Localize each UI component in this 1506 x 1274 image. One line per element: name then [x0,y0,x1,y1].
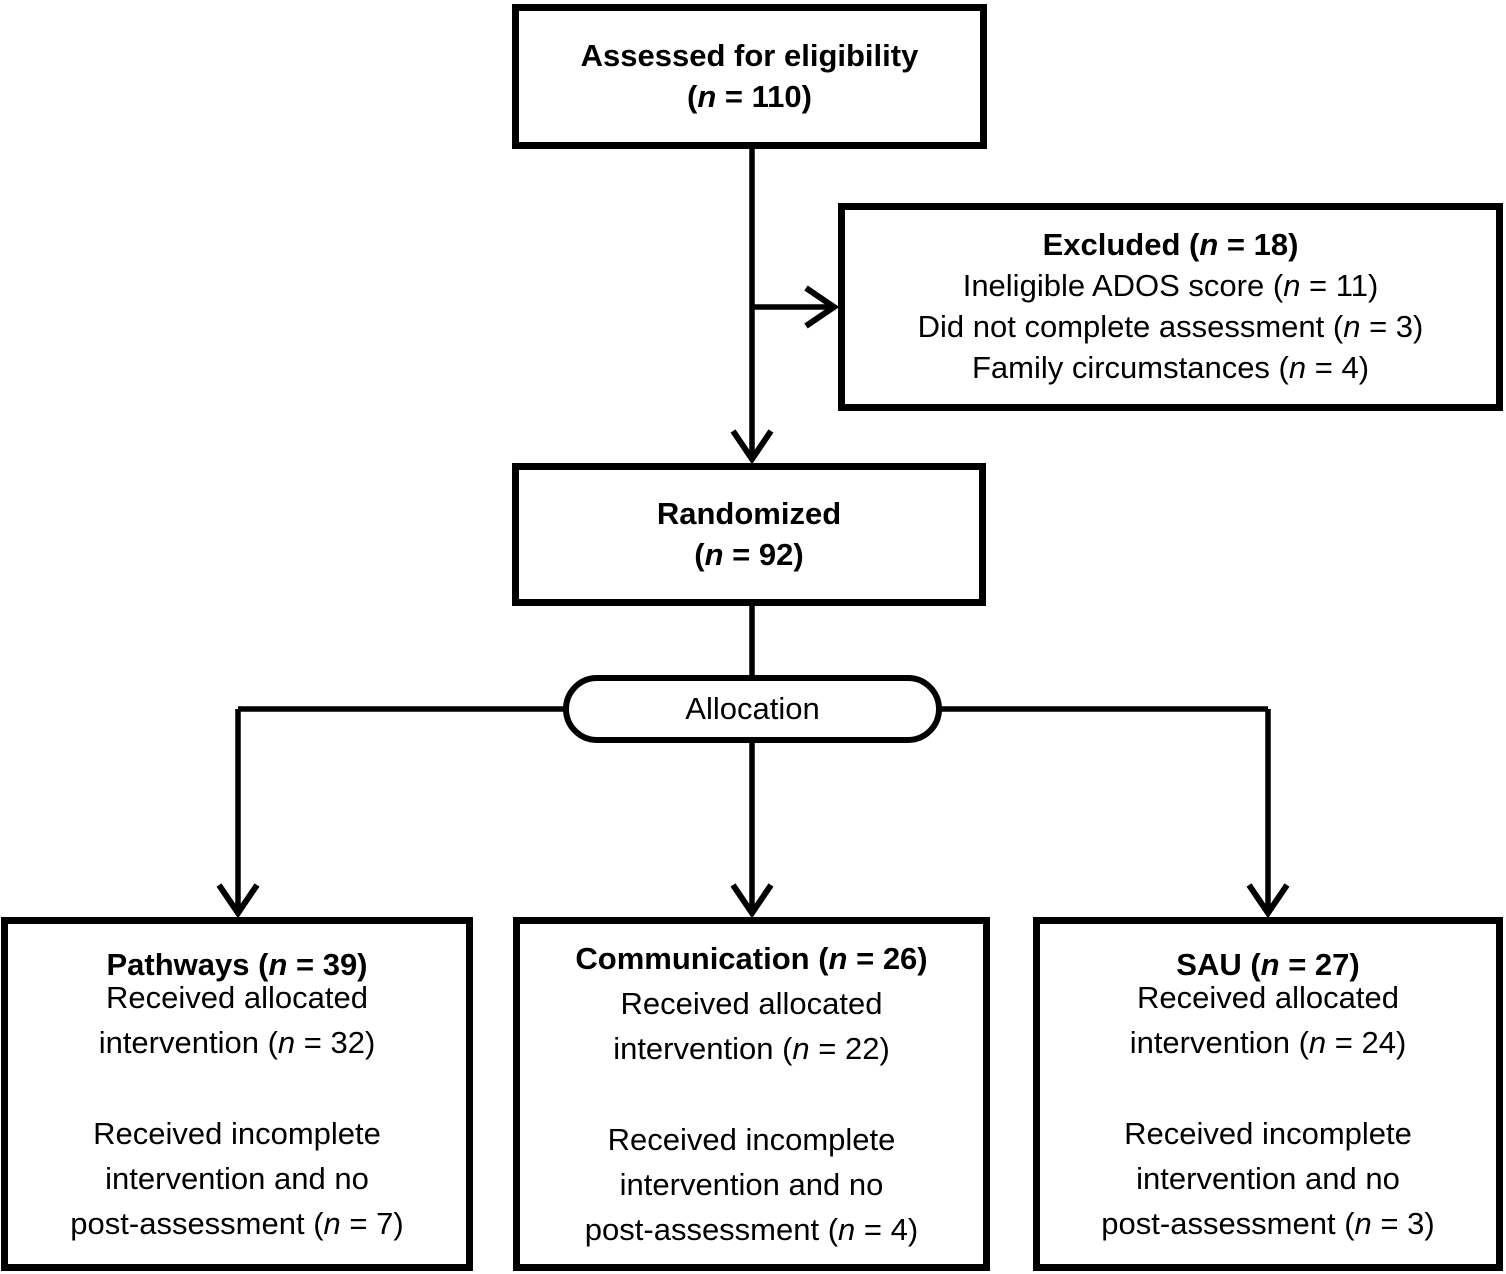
text-line: Received allocated [620,985,883,1021]
arrowhead-down-sau [1246,883,1290,919]
box-communication-group: Communication (n = 26) Received allocate… [513,917,990,1271]
text-line: Received allocated [1137,979,1399,1015]
arrowhead-down-randomized [730,429,774,465]
text-line [585,1071,918,1116]
assessed-title: Assessed for eligibility (n = 110) [581,36,919,118]
text-line [70,1065,403,1110]
text-line: intervention (n = 32) [98,1025,376,1061]
text-line: Did not complete assessment (n = 3) [917,309,1424,344]
arrowhead-down-pathways [216,883,260,919]
text-line: intervention (n = 24) [1129,1025,1407,1061]
text-line: post-assessment (n = 7) [70,1206,404,1242]
text-line: Ineligible ADOS score (n = 11) [962,268,1379,304]
text-line: Received incomplete [1124,1115,1412,1151]
text-line: Received allocated [106,979,368,1015]
text-line: (n = 92) [694,536,804,572]
text-line: intervention and no [619,1166,884,1202]
box-excluded: Excluded (n = 18) Ineligible ADOS score … [838,203,1503,411]
text-line: intervention (n = 22) [613,1031,890,1067]
text-line: Communication (n = 26) [575,940,928,976]
text-line: post-assessment (n = 3) [1101,1206,1435,1242]
text-line: Pathways (n = 39) [106,946,368,982]
text-line: Received incomplete [607,1121,896,1157]
randomized-title: Randomized (n = 92) [657,494,841,576]
text-line: Randomized [656,495,842,531]
text-line [1101,1065,1434,1110]
text-line: intervention and no [105,1160,369,1196]
pathways-title: Pathways (n = 39) [106,942,367,987]
excluded-title: Excluded (n = 18) [1043,225,1299,266]
box-assessed-for-eligibility: Assessed for eligibility (n = 110) [512,4,987,149]
arrowhead-right-excluded [804,285,840,329]
allocation-pill: Allocation [563,675,942,743]
arrowhead-down-communication [730,883,774,919]
text-line: Received incomplete [93,1115,381,1151]
text-line: (n = 110) [687,78,812,114]
text-line: Excluded (n = 18) [1042,227,1299,263]
sau-title: SAU (n = 27) [1176,942,1359,987]
text-line: Family circumstances (n = 4) [971,349,1370,385]
text-line: intervention and no [1136,1160,1400,1196]
text-line: post-assessment (n = 4) [584,1212,919,1248]
communication-title: Communication (n = 26) [575,936,927,981]
box-sau-group: SAU (n = 27) Received allocated intervent… [1033,917,1503,1271]
text-line: SAU (n = 27) [1176,946,1360,982]
box-randomized: Randomized (n = 92) [512,463,986,606]
allocation-label: Allocation [685,691,820,726]
box-pathways-group: Pathways (n = 39) Received allocated inte… [1,917,473,1271]
excluded-reasons: Ineligible ADOS score (n = 11) Did not co… [918,266,1424,389]
text-line: Assessed for eligibility [580,37,919,73]
